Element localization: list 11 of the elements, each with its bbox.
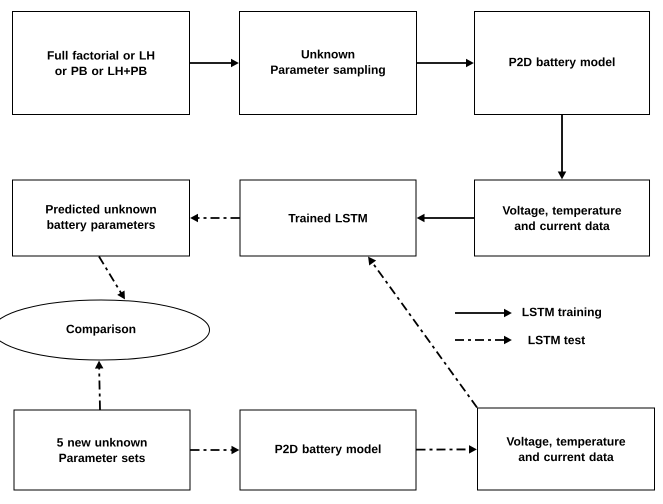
process-box: Voltage, temperature and current data — [474, 180, 650, 256]
process-box: P2D battery model — [474, 11, 650, 115]
process-box: 5 new unknown Parameter sets — [14, 410, 190, 490]
process-box: Voltage, temperature and current data — [477, 408, 655, 490]
process-box: Predicted unknown battery parameters — [12, 180, 190, 256]
process-box: Unknown Parameter sampling — [239, 11, 417, 115]
legend-text: LSTM test — [528, 336, 585, 344]
process-box: P2D battery model — [240, 410, 416, 490]
process-box: Trained LSTM — [240, 180, 416, 256]
legend-text: LSTM training — [522, 307, 602, 319]
process-box: Full factorial or LH or PB or LH+PB — [12, 11, 190, 115]
